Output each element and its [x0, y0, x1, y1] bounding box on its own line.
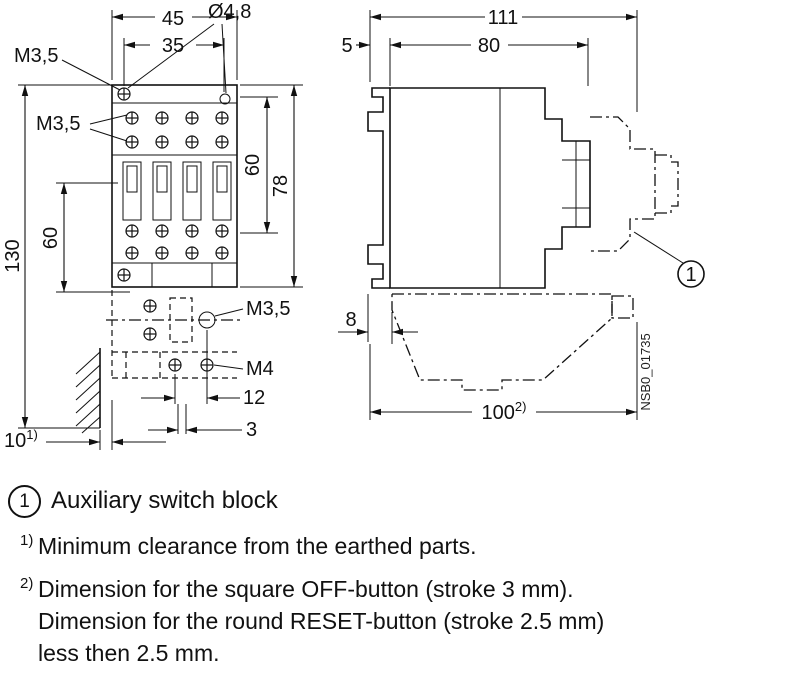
thread-lower-label: M3,5 [246, 298, 290, 320]
dim-8: 8 [338, 294, 418, 344]
dim-111-label: 111 [488, 7, 518, 29]
dim-10: 101) [4, 400, 166, 452]
reset-hole-icon [198, 311, 216, 329]
off-button-outline [169, 297, 193, 343]
contactor-side-outline [389, 87, 591, 289]
dim-10-label: 101) [4, 427, 38, 452]
callout-1-circle [677, 260, 705, 288]
front-view: 45 35 Ø4,8 M3,5 M3,5 [2, 1, 303, 452]
mounting-hole-icon [219, 93, 231, 105]
footnote-2-marker: 2) [20, 575, 34, 592]
dim-60-left: 60 [40, 182, 130, 293]
mounting-screw-icon [117, 268, 131, 282]
footnote-2-text: Dimension for the square OFF-button (str… [38, 574, 604, 670]
dim-10-footnote-ref: 1) [26, 427, 38, 442]
earthed-wall-hatch [75, 348, 101, 434]
dim-5: 5 [341, 35, 370, 57]
thread-top-callout: M3,5 [14, 45, 121, 91]
document-id: NSB0_01735 [638, 333, 653, 410]
footnote-1-marker: 1) [20, 532, 34, 549]
dim-100-footnote-ref: 2) [515, 399, 527, 414]
din-rail-bracket-outline [367, 87, 390, 289]
dim-3: 3 [148, 404, 257, 441]
hole-dia-callout: Ø4,8 [127, 1, 251, 94]
dim-78: 78 [240, 84, 303, 288]
dim-45: 45 [111, 8, 238, 80]
footnote-2-line-2: Dimension for the round RESET-button (st… [38, 608, 605, 634]
dim-10-value: 10 [4, 430, 26, 452]
side-view: 1 111 80 5 [338, 7, 705, 424]
dim-100-value: 100 [482, 402, 515, 424]
dim-78-label: 78 [270, 175, 292, 197]
thread-terminals-callout: M3,5 [36, 113, 128, 142]
footnote-2-line-3: less then 2.5 mm. [38, 640, 220, 666]
terminal-screws-bottom [125, 224, 229, 260]
callout-1-legend-label: Auxiliary switch block [51, 487, 278, 514]
legend: 1 Auxiliary switch block 1) Minimum clea… [0, 473, 794, 670]
terminal-screws-top [125, 111, 229, 149]
thread-top-label: M3,5 [14, 45, 58, 67]
released-position-outline [391, 293, 634, 391]
footnote-1-row: 1) Minimum clearance from the earthed pa… [8, 531, 784, 561]
dim-130-label: 130 [2, 239, 24, 272]
dimension-drawing: 45 35 Ø4,8 M3,5 M3,5 [2, 1, 705, 452]
callout-1-legend-symbol: 1 [8, 485, 41, 518]
footnote-2-row: 2) Dimension for the square OFF-button (… [8, 574, 784, 670]
dim-45-label: 45 [162, 8, 184, 30]
thread-lower-callout: M3,5 [214, 298, 290, 320]
dim-12-label: 12 [243, 387, 265, 409]
dim-8-label: 8 [345, 309, 356, 331]
dim-5-label: 5 [341, 35, 352, 57]
dim-35-label: 35 [162, 35, 184, 57]
m4-screw-icon [168, 358, 182, 372]
dim-111: 111 [369, 7, 638, 112]
dim-35: 35 [123, 35, 225, 92]
footnote-2-line-1: Dimension for the square OFF-button (str… [38, 576, 574, 602]
hole-dia-label: Ø4,8 [208, 1, 251, 23]
dim-3-label: 3 [246, 419, 257, 441]
front-lower-section [106, 290, 244, 379]
thread-terminals-label: M3,5 [36, 113, 80, 135]
dim-100: 1002) [369, 322, 638, 424]
dim-60-left-label: 60 [40, 227, 62, 249]
dim-80: 80 [389, 35, 589, 86]
callout-1: 1 [633, 231, 705, 288]
contactor-front-outline [111, 84, 238, 288]
callout-1-number: 1 [685, 264, 696, 286]
thread-m4-callout: M4 [213, 358, 274, 380]
dim-60-right: 60 [240, 96, 278, 234]
dim-100-label: 1002) [482, 399, 527, 424]
thread-m4-label: M4 [246, 358, 274, 380]
footnote-1-text: Minimum clearance from the earthed parts… [38, 533, 477, 559]
dim-130: 130 [2, 84, 112, 429]
dim-12: 12 [141, 330, 265, 409]
auxiliary-switch-block-outline [590, 116, 679, 252]
dim-80-label: 80 [478, 35, 500, 57]
dim-60-right-label: 60 [242, 154, 264, 176]
contact-windows [122, 161, 232, 221]
callout-legend-row: 1 Auxiliary switch block [8, 485, 784, 518]
